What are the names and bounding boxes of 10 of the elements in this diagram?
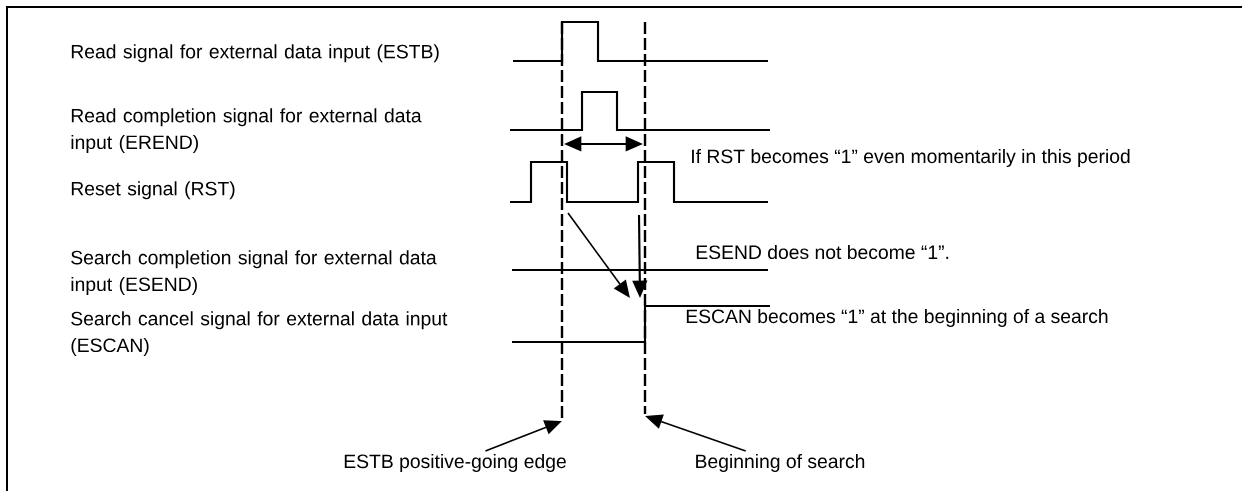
signal-label: Read completion signal for external data input (EREND)	[71, 108, 422, 153]
callout-text: Beginning of search	[696, 454, 865, 472]
signal-label: Search completion signal for external data input (ESEND)	[71, 250, 437, 295]
annotation-text: If RST becomes “1” even momentarily in this period	[692, 149, 1130, 167]
signal-label: Reset signal (RST)	[71, 181, 235, 200]
callout-text: ESTB positive-going edge	[344, 454, 566, 472]
signal-label: Read signal for external data input (ESTB)	[71, 44, 439, 63]
signal-label: Search cancel signal for external data input (ESCAN)	[71, 311, 448, 356]
annotation-text: ESCAN becomes “1” at the beginning of a search	[686, 309, 1108, 327]
annotation-text: ESEND does not become “1”.	[696, 244, 949, 260]
